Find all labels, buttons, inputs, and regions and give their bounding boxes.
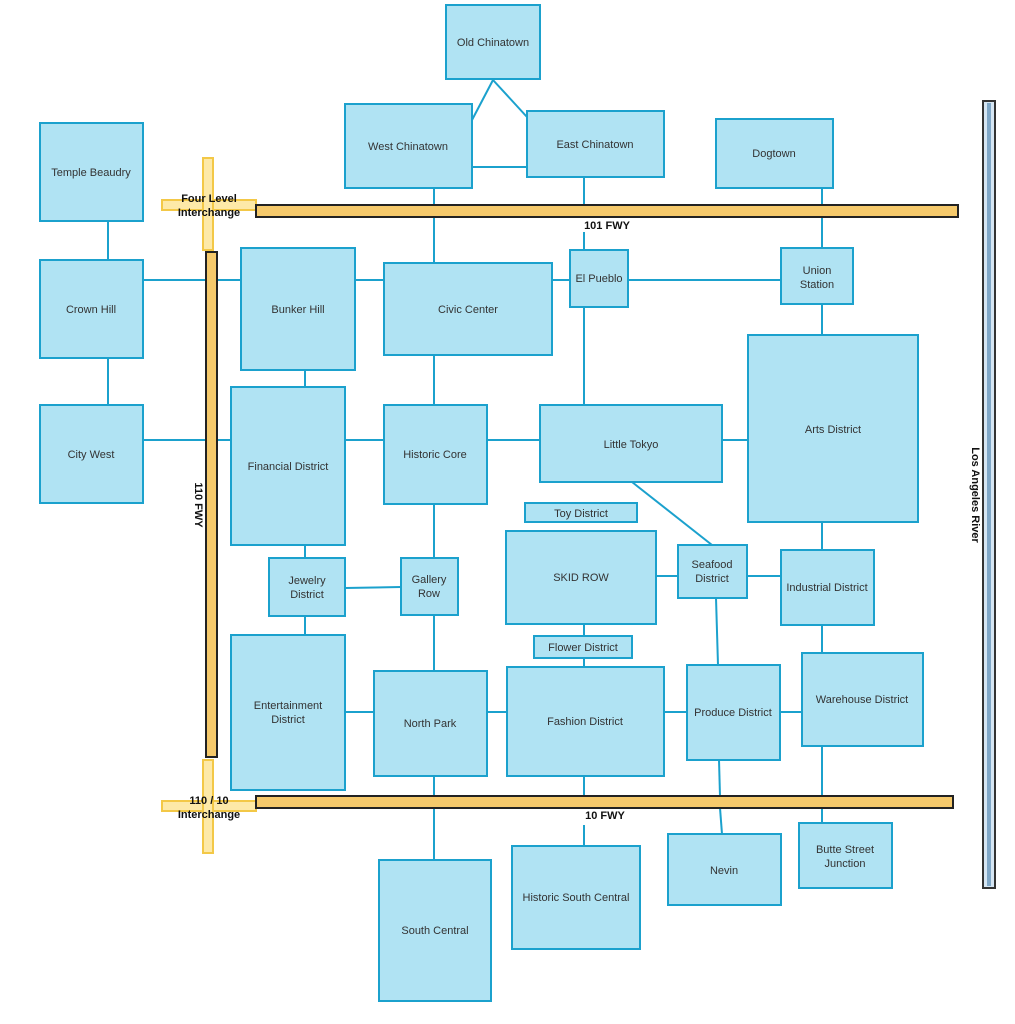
- fwy-10-label: 10 FWY: [585, 810, 625, 822]
- node-crown-hill[interactable]: Crown Hill: [39, 259, 144, 359]
- svg-text:City West: City West: [68, 449, 115, 461]
- node-east-chinatown[interactable]: East Chinatown: [526, 110, 665, 178]
- fwy-101-label: 101 FWY: [584, 220, 631, 232]
- node-warehouse-district[interactable]: Warehouse District: [801, 652, 924, 747]
- node-nevin[interactable]: Nevin: [667, 833, 782, 906]
- node-fashion-district[interactable]: Fashion District: [506, 666, 665, 777]
- node-industrial-district[interactable]: Industrial District: [780, 549, 875, 626]
- svg-text:South Central: South Central: [401, 925, 468, 937]
- svg-text:El Pueblo: El Pueblo: [575, 273, 622, 285]
- svg-text:Industrial District: Industrial District: [786, 582, 867, 594]
- node-bunker-hill[interactable]: Bunker Hill: [240, 247, 356, 371]
- node-toy-district[interactable]: Toy District: [524, 502, 638, 523]
- connector: [719, 807, 723, 835]
- node-historic-core[interactable]: Historic Core: [383, 404, 488, 505]
- svg-text:East Chinatown: East Chinatown: [556, 139, 633, 151]
- node-arts-district[interactable]: Arts District: [747, 334, 919, 523]
- freeway-110: [205, 251, 218, 758]
- node-historic-south-central[interactable]: Historic South Central: [511, 845, 641, 950]
- svg-text:Old Chinatown: Old Chinatown: [457, 37, 529, 49]
- node-civic-center[interactable]: Civic Center: [383, 262, 553, 356]
- connector: [492, 79, 528, 118]
- svg-text:Arts District: Arts District: [805, 424, 861, 436]
- connector: [344, 586, 402, 589]
- node-temple-beaudry[interactable]: Temple Beaudry: [39, 122, 144, 222]
- svg-text:West Chinatown: West Chinatown: [368, 141, 448, 153]
- svg-text:Historic South Central: Historic South Central: [523, 892, 630, 904]
- svg-text:Little Tokyo: Little Tokyo: [604, 439, 659, 451]
- node-little-tokyo[interactable]: Little Tokyo: [539, 404, 723, 483]
- node-old-chinatown[interactable]: Old Chinatown: [445, 4, 541, 80]
- la-river-label: Los Angeles River: [969, 447, 981, 543]
- svg-text:Fashion District: Fashion District: [547, 716, 623, 728]
- svg-text:Historic Core: Historic Core: [403, 449, 467, 461]
- svg-text:Temple Beaudry: Temple Beaudry: [51, 167, 131, 179]
- svg-text:North Park: North Park: [404, 718, 457, 730]
- svg-text:Financial District: Financial District: [248, 461, 329, 473]
- connectors: [107, 79, 823, 860]
- node-skid-row[interactable]: SKID ROW: [505, 530, 657, 625]
- connector: [631, 481, 713, 546]
- svg-text:Nevin: Nevin: [710, 865, 738, 877]
- node-north-park[interactable]: North Park: [373, 670, 488, 777]
- node-el-pueblo[interactable]: El Pueblo: [569, 249, 629, 308]
- node-west-chinatown[interactable]: West Chinatown: [344, 103, 473, 189]
- los-angeles-river: [982, 100, 996, 889]
- freeway-101: [255, 204, 959, 218]
- svg-text:Crown Hill: Crown Hill: [66, 304, 116, 316]
- node-flower-district[interactable]: Flower District: [533, 635, 633, 659]
- svg-text:Toy District: Toy District: [554, 508, 608, 520]
- node-city-west[interactable]: City West: [39, 404, 144, 504]
- node-south-central[interactable]: South Central: [378, 859, 492, 1002]
- node-financial-district[interactable]: Financial District: [230, 386, 346, 546]
- fwy-110-label: 110 FWY: [192, 482, 204, 528]
- svg-text:Produce District: Produce District: [694, 707, 772, 719]
- svg-text:Warehouse District: Warehouse District: [816, 694, 909, 706]
- connector: [471, 79, 494, 121]
- connector: [718, 759, 721, 797]
- node-dogtown[interactable]: Dogtown: [715, 118, 834, 189]
- svg-text:Flower District: Flower District: [548, 642, 618, 654]
- connector: [715, 597, 719, 666]
- svg-text:Bunker Hill: Bunker Hill: [271, 304, 324, 316]
- freeway-10: [255, 795, 954, 809]
- svg-text:Dogtown: Dogtown: [752, 148, 795, 160]
- svg-text:SKID ROW: SKID ROW: [553, 572, 609, 584]
- node-produce-district[interactable]: Produce District: [686, 664, 781, 761]
- svg-text:Civic Center: Civic Center: [438, 304, 498, 316]
